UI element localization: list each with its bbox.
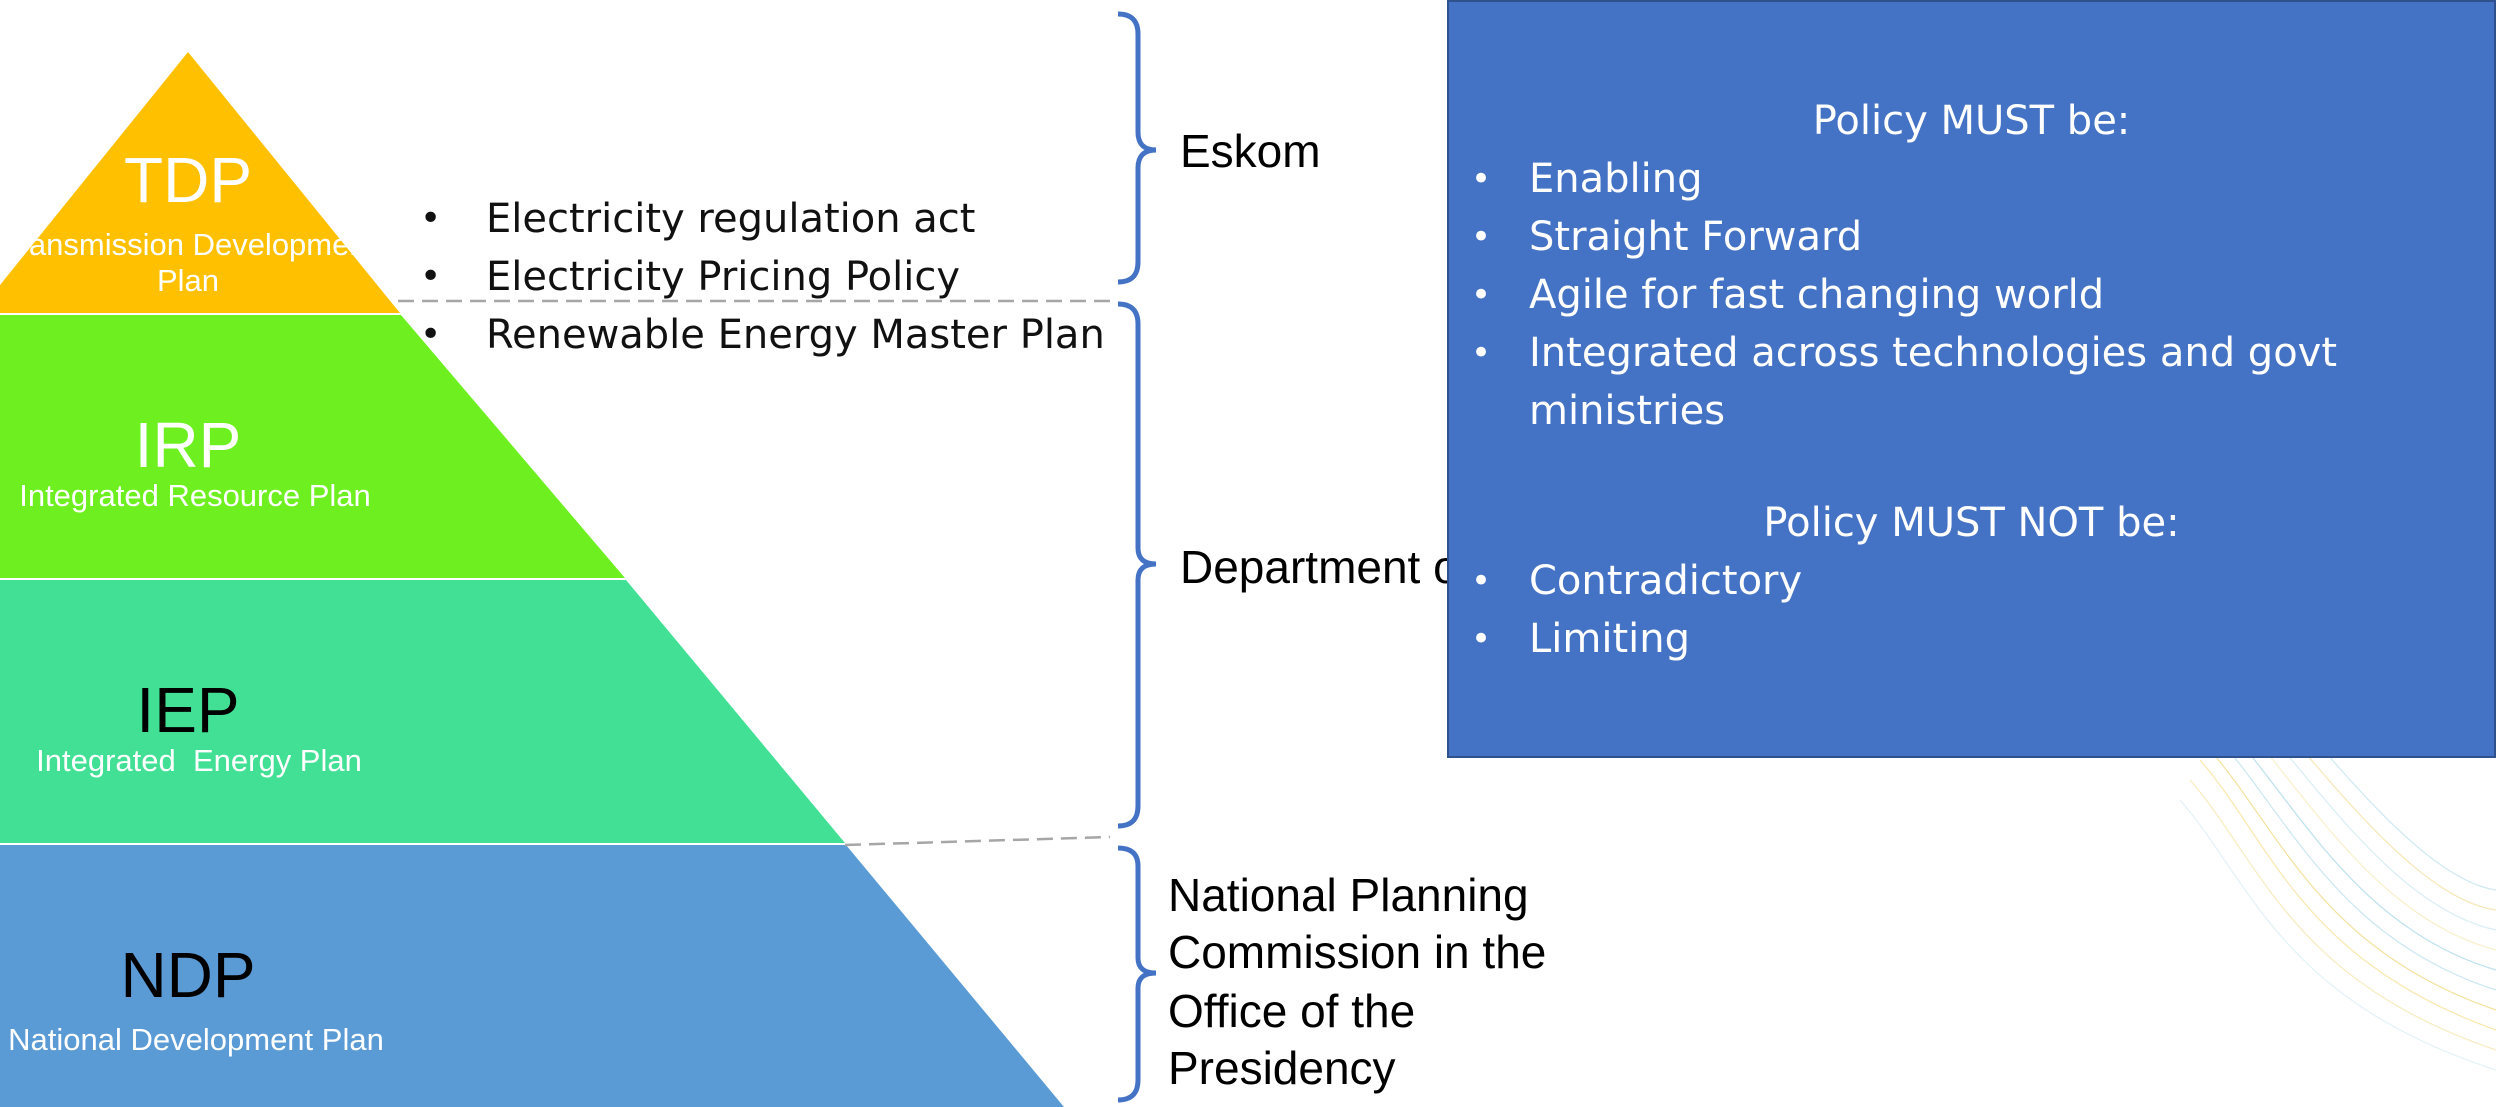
decorative-swirl <box>2180 700 2496 1071</box>
pyramid-tier-tdp <box>0 52 400 313</box>
pyramid-tier-irp <box>0 315 625 578</box>
brace-eskom <box>1117 11 1157 285</box>
policy-item: Electricity regulation act <box>420 190 1105 248</box>
tdp-name-line2: Plan <box>156 263 220 298</box>
irp-abbr: IRP <box>134 409 242 481</box>
iep-name: Integrated Energy Plan <box>36 743 362 778</box>
must-not-heading: Policy MUST NOT be: <box>1763 500 2180 546</box>
label-npc-line2: Commission in the <box>1168 926 1547 978</box>
brace-npc <box>1117 845 1157 1103</box>
pyramid-tier-ndp <box>0 845 1064 1107</box>
label-npc-line3: Office of the <box>1168 985 1416 1037</box>
tdp-name-line1: Transmission Development <box>0 227 376 262</box>
pyramid <box>0 52 1064 1107</box>
policy-item: Electricity Pricing Policy <box>420 248 1105 306</box>
policy-list: Electricity regulation act Electricity P… <box>420 190 1105 364</box>
tdp-abbr: TDP <box>124 144 252 216</box>
must-not-list: Contradictory Limiting <box>1449 552 2429 668</box>
irp-name: Integrated Resource Plan <box>19 478 371 513</box>
policy-item: Renewable Energy Master Plan <box>420 306 1105 364</box>
must-not-item: Limiting <box>1449 610 2429 668</box>
divider-iep-ndp <box>844 835 1111 847</box>
dashed-dividers <box>398 299 1111 847</box>
policy-requirements-box: Policy MUST be: Enabling Straight Forwar… <box>1447 0 2496 758</box>
must-heading: Policy MUST be: <box>1812 98 2131 144</box>
must-list: Enabling Straight Forward Agile for fast… <box>1449 150 2429 440</box>
ndp-abbr: NDP <box>120 939 256 1011</box>
brace-department <box>1117 301 1157 829</box>
iep-abbr: IEP <box>136 674 240 746</box>
must-item: Integrated across technologies and govt … <box>1449 324 2429 440</box>
ndp-name: National Development Plan <box>8 1022 384 1057</box>
label-eskom: Eskom <box>1180 125 1321 177</box>
braces <box>1117 11 1157 1103</box>
must-item: Agile for fast changing world <box>1449 266 2429 324</box>
must-item: Straight Forward <box>1449 208 2429 266</box>
label-npc-line4: Presidency <box>1168 1042 1396 1094</box>
pyramid-tier-iep <box>0 580 845 843</box>
label-npc-line1: National Planning <box>1168 869 1529 921</box>
must-not-item: Contradictory <box>1449 552 2429 610</box>
must-item: Enabling <box>1449 150 2429 208</box>
